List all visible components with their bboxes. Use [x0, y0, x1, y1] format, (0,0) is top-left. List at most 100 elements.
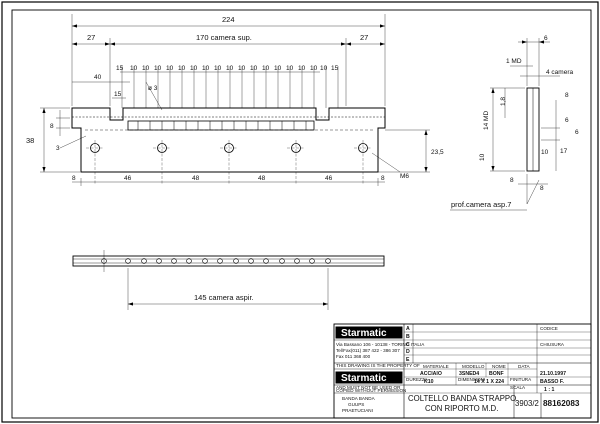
- date-value: 21.10.1997: [540, 371, 566, 377]
- dim-pitch: 10: [286, 65, 294, 72]
- dim-bottom: 8: [72, 175, 76, 182]
- copy-note: AND MUST NOT BE USED OR: [336, 385, 401, 390]
- dim-4-camera: 4 camera: [546, 69, 573, 76]
- dim-bottom: 46: [124, 175, 132, 182]
- side-view-labels: 6 1 MD 4 camera 8 1,8 14 MD 6 6 17 10 8 …: [451, 35, 579, 209]
- drawing-title-2: CON RIPORTO M.D.: [425, 404, 498, 413]
- address-line: Via Bassano 106 - 10138 - TORINO ITALIA: [336, 342, 425, 347]
- name-value: BONF: [489, 371, 504, 377]
- dim-8-notch: 8: [50, 123, 54, 130]
- dim-pitch: 10: [190, 65, 198, 72]
- dim-pitch: 10: [130, 65, 138, 72]
- drawing-title-1: COLTELLO BANDA STRAPPO: [408, 394, 516, 403]
- dim-pitch: 10: [298, 65, 306, 72]
- bottom-profile: [72, 255, 385, 267]
- header-nome: NOME: [492, 364, 506, 369]
- dim-pitch: 10: [202, 65, 210, 72]
- dim-side: 14 MD: [483, 111, 490, 130]
- hardness-label: DUREZZA: [406, 377, 429, 382]
- front-arrows: [42, 24, 428, 172]
- dim-15-left: 15: [116, 65, 124, 72]
- header-modello: MODELLO: [462, 364, 485, 369]
- dim-1-md: 1 MD: [506, 58, 522, 65]
- dim-pitch: 10: [262, 65, 270, 72]
- dim-170: 170 camera sup.: [196, 33, 252, 42]
- left-footer: BANDA BANDA: [342, 396, 376, 401]
- inner-border: [11, 9, 592, 419]
- finish-value: BASSO F.: [540, 379, 564, 385]
- dim-side: 10: [541, 149, 549, 156]
- dim-40: 40: [94, 74, 102, 81]
- address-line: Tel/Fax(011) 387 422 - 386 307: [336, 348, 400, 353]
- header-materiale: MATERIALE: [423, 364, 449, 369]
- property-note: THIS DRAWING IS THE PROPERTY OF: [336, 363, 420, 368]
- blade-outline: [71, 107, 386, 173]
- dim-bottom: 46: [325, 175, 333, 182]
- dim-side: 6: [575, 129, 579, 136]
- logo-block: [335, 326, 403, 339]
- scale-value: 1 : 1: [544, 387, 554, 393]
- dim-145: 145 camera aspir.: [194, 293, 254, 302]
- finish-label: FINITURA: [510, 377, 532, 382]
- dim-slot-width: 15: [114, 91, 122, 98]
- title-block: [333, 323, 592, 419]
- revision-d: D: [406, 349, 410, 355]
- revision-e: E: [406, 357, 410, 363]
- dim-side: 8: [540, 185, 544, 192]
- logo-block: [335, 371, 403, 384]
- dimensions-label: DIMENSIONI: [458, 377, 485, 382]
- revision-c: C: [406, 342, 410, 348]
- dim-bottom: 48: [258, 175, 266, 182]
- dim-pitch: 10: [250, 65, 258, 72]
- dim-6-top: 6: [544, 35, 548, 42]
- code-label: CODICE: [540, 326, 558, 331]
- revision-a: A: [406, 326, 410, 332]
- dim-bottom: 8: [381, 175, 385, 182]
- dim-pitch: 10: [274, 65, 282, 72]
- dim-27-right: 27: [360, 33, 368, 42]
- dim-pitch: 10: [166, 65, 174, 72]
- dim-side: 6: [565, 117, 569, 124]
- dim-224: 224: [222, 15, 235, 24]
- company-logo-2: Starmatic: [341, 373, 387, 384]
- dim-pitch: 10: [226, 65, 234, 72]
- copy-note: COPIED WITHOUT PERMISSION: [336, 388, 406, 393]
- dim-27-left: 27: [87, 33, 95, 42]
- dim-side: 8: [510, 177, 514, 184]
- model-value: 3SNED4: [459, 371, 479, 377]
- company-logo: Starmatic: [341, 328, 387, 339]
- camera-slot: [127, 120, 315, 131]
- dim-pitch: 10: [320, 65, 328, 72]
- left-footer: GUUPS: [348, 402, 364, 407]
- dim-side: 10: [479, 153, 486, 161]
- dim-hole-dia: ø 3: [148, 85, 158, 92]
- dim-pitch: 10: [214, 65, 222, 72]
- side-view: [450, 38, 560, 211]
- dim-thread: M6: [400, 173, 409, 180]
- sheet-number: 3903/2: [515, 399, 539, 408]
- scale-label: SCALA: [510, 385, 526, 390]
- front-view: [40, 14, 430, 186]
- dim-pitch: 10: [238, 65, 246, 72]
- front-view-labels: 224 170 camera sup. 27 27 40 15 15 10 10…: [26, 15, 444, 182]
- dim-side: 1,8: [500, 97, 507, 106]
- dim-pitch: 10: [178, 65, 186, 72]
- header-data: DATA: [518, 364, 531, 369]
- hardness-value: K10: [424, 379, 434, 385]
- title-block-text: Starmatic Starmatic Via Bassano 106 - 10…: [336, 326, 580, 413]
- dim-bottom: 48: [192, 175, 200, 182]
- drawing-number: 88162083: [543, 399, 580, 408]
- depth-label: prof.camera asp.7: [451, 200, 511, 209]
- dim-23-5: 23,5: [431, 149, 444, 156]
- dim-chamfer: 3: [56, 145, 60, 152]
- dim-15-right: 15: [331, 65, 339, 72]
- left-footer: PRAETUCIANI: [342, 408, 373, 413]
- closure-label: CHIUSURA: [540, 342, 565, 347]
- dim-pitch: 10: [154, 65, 162, 72]
- address-line: Fax 011 368 400: [336, 354, 371, 359]
- dimensions-value: 14 X 1 X 224: [474, 379, 504, 385]
- bottom-view: [72, 250, 385, 310]
- material-value: ACCIAIO: [420, 371, 442, 377]
